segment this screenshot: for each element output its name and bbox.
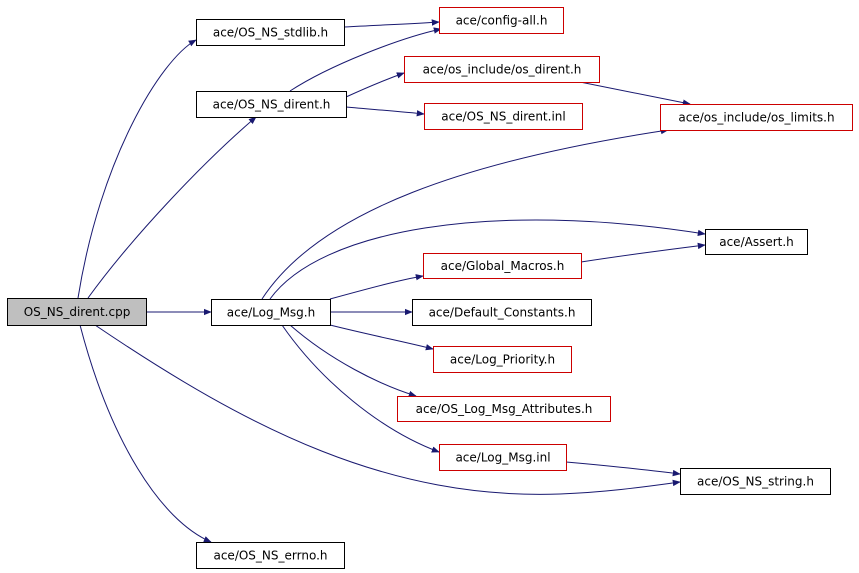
edge-line <box>269 219 706 300</box>
node-os-log-attr[interactable]: ace/OS_Log_Msg_Attributes.h <box>397 396 611 422</box>
node-label: ace/Default_Constants.h <box>429 306 576 320</box>
edge-log_msg_h-to-os_log_attr <box>289 324 417 397</box>
node-box <box>680 468 831 495</box>
node-dirent-inl[interactable]: ace/OS_NS_dirent.inl <box>424 103 583 130</box>
edge-stdlib-to-config <box>343 19 440 28</box>
node-config[interactable]: ace/config-all.h <box>439 7 564 34</box>
node-log-msg-inl[interactable]: ace/Log_Msg.inl <box>439 444 567 471</box>
node-label: ace/OS_NS_dirent.h <box>213 98 331 112</box>
edge-global_macros-to-assert <box>580 242 706 263</box>
node-root: OS_NS_dirent.cpp <box>7 298 147 326</box>
node-label: ace/OS_NS_errno.h <box>213 549 327 563</box>
edge-line <box>77 39 197 299</box>
node-box <box>196 19 345 46</box>
edges-layer <box>77 19 706 543</box>
node-box <box>424 103 583 130</box>
node-box <box>423 253 582 279</box>
nodes-layer: OS_NS_dirent.cpp ace/OS_NS_stdlib.h ace/co… <box>7 7 853 569</box>
node-label: ace/OS_NS_string.h <box>697 475 814 489</box>
edge-line <box>343 19 440 28</box>
node-default-consts[interactable]: ace/Default_Constants.h <box>412 299 592 326</box>
node-box <box>660 104 853 131</box>
edge-root-to-dirent_h <box>87 116 257 299</box>
edge-line <box>79 324 212 543</box>
edge-log_msg_h-to-log_msg_inl <box>281 324 440 453</box>
edge-dirent_h-to-dirent_inl <box>345 106 425 117</box>
node-box <box>196 542 345 569</box>
node-label: ace/Assert.h <box>719 235 794 249</box>
edge-line <box>345 72 405 98</box>
edge-line <box>261 127 669 300</box>
edge-line <box>94 324 681 495</box>
node-label: ace/config-all.h <box>456 14 548 28</box>
node-label: ace/Log_Msg.h <box>227 306 315 320</box>
node-label: ace/Log_Priority.h <box>450 353 555 367</box>
node-dirent-h[interactable]: ace/OS_NS_dirent.h <box>196 91 347 118</box>
node-assert[interactable]: ace/Assert.h <box>705 229 808 255</box>
node-label: OS_NS_dirent.cpp <box>24 305 131 319</box>
node-box <box>439 444 567 471</box>
node-box <box>211 299 331 326</box>
node-log-priority[interactable]: ace/Log_Priority.h <box>433 346 572 373</box>
node-label: ace/OS_NS_stdlib.h <box>213 26 328 40</box>
edge-log_msg_h-to-log_priority <box>329 324 434 351</box>
node-box <box>397 396 611 422</box>
node-os-limits[interactable]: ace/os_include/os_limits.h <box>660 104 853 131</box>
node-box <box>7 298 147 326</box>
node-stdlib[interactable]: ace/OS_NS_stdlib.h <box>196 19 345 46</box>
edge-log_msg_h-to-os_limits <box>261 127 669 300</box>
edge-log_msg_inl-to-ns_string <box>565 461 681 477</box>
edge-os_dirent-to-os_limits <box>579 81 691 106</box>
edge-line <box>579 81 691 106</box>
node-box <box>433 346 572 373</box>
node-log-msg-h[interactable]: ace/Log_Msg.h <box>211 299 331 326</box>
edge-log_msg_h-to-global_macros <box>329 274 424 300</box>
edge-line <box>281 324 440 453</box>
node-label: ace/os_include/os_limits.h <box>678 111 834 125</box>
edge-line <box>289 27 442 92</box>
edge-root-to-stdlib <box>77 39 197 299</box>
edge-line <box>289 324 417 397</box>
node-ns-string[interactable]: ace/OS_NS_string.h <box>680 468 831 495</box>
node-box <box>412 299 592 326</box>
edge-line <box>580 242 706 263</box>
node-box <box>705 229 808 255</box>
node-label: ace/OS_Log_Msg_Attributes.h <box>416 402 593 416</box>
node-box <box>404 56 600 83</box>
edge-dirent_h-to-os_dirent <box>345 72 405 98</box>
node-label: ace/Global_Macros.h <box>441 259 565 273</box>
node-global-macros[interactable]: ace/Global_Macros.h <box>423 253 582 279</box>
edge-log_msg_h-to-assert <box>269 219 706 300</box>
node-box <box>196 91 347 118</box>
edge-line <box>345 106 425 117</box>
edge-line <box>565 461 681 477</box>
node-box <box>439 7 564 34</box>
edge-line <box>329 324 434 351</box>
edge-dirent_h-to-config <box>289 27 442 92</box>
edge-root-to-ns_string <box>94 324 681 495</box>
edge-root-to-ns_errno <box>79 324 212 543</box>
edge-line <box>329 274 424 300</box>
node-label: ace/Log_Msg.inl <box>455 451 550 465</box>
node-label: ace/OS_NS_dirent.inl <box>441 110 565 124</box>
node-os-dirent[interactable]: ace/os_include/os_dirent.h <box>404 56 600 83</box>
edge-line <box>87 116 257 299</box>
node-label: ace/os_include/os_dirent.h <box>423 63 582 77</box>
node-ns-errno[interactable]: ace/OS_NS_errno.h <box>196 542 345 569</box>
